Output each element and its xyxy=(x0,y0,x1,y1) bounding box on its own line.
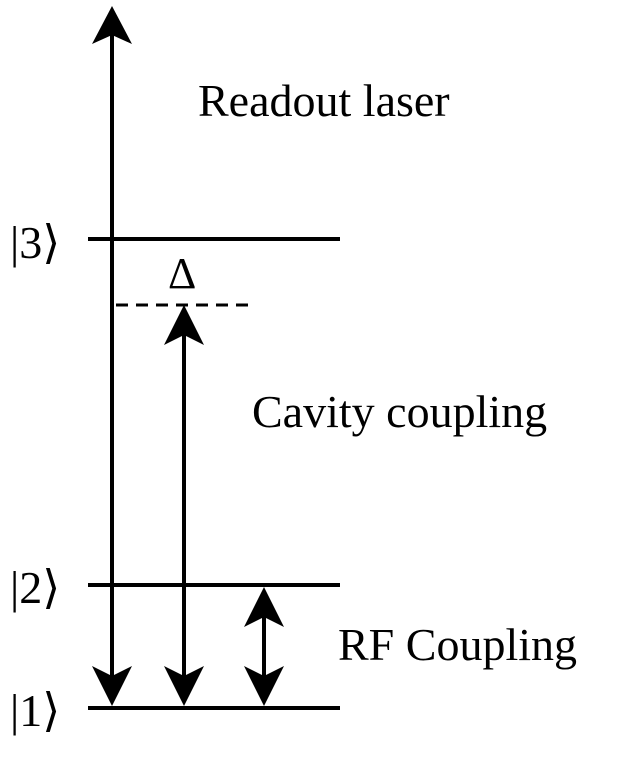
level-2-label: |2⟩ xyxy=(10,562,60,613)
cavity-coupling-label: Cavity coupling xyxy=(252,386,547,437)
cavity-arrowhead-down xyxy=(164,666,204,706)
rf-arrowhead-up xyxy=(244,587,284,627)
readout-arrowhead-down xyxy=(92,666,132,706)
cavity-arrowhead-up xyxy=(164,305,204,345)
rf-arrowhead-down xyxy=(244,666,284,706)
cavity-coupling-arrow xyxy=(164,305,204,706)
readout-arrowhead-up xyxy=(92,6,132,44)
rf-coupling-label: RF Coupling xyxy=(338,619,577,670)
readout-laser-label: Readout laser xyxy=(198,75,450,126)
level-3-label: |3⟩ xyxy=(10,217,60,268)
level-1-label: |1⟩ xyxy=(10,685,60,736)
detuning-label: Δ xyxy=(168,249,196,298)
readout-laser-arrow xyxy=(92,6,132,706)
rf-coupling-arrow xyxy=(244,587,284,706)
